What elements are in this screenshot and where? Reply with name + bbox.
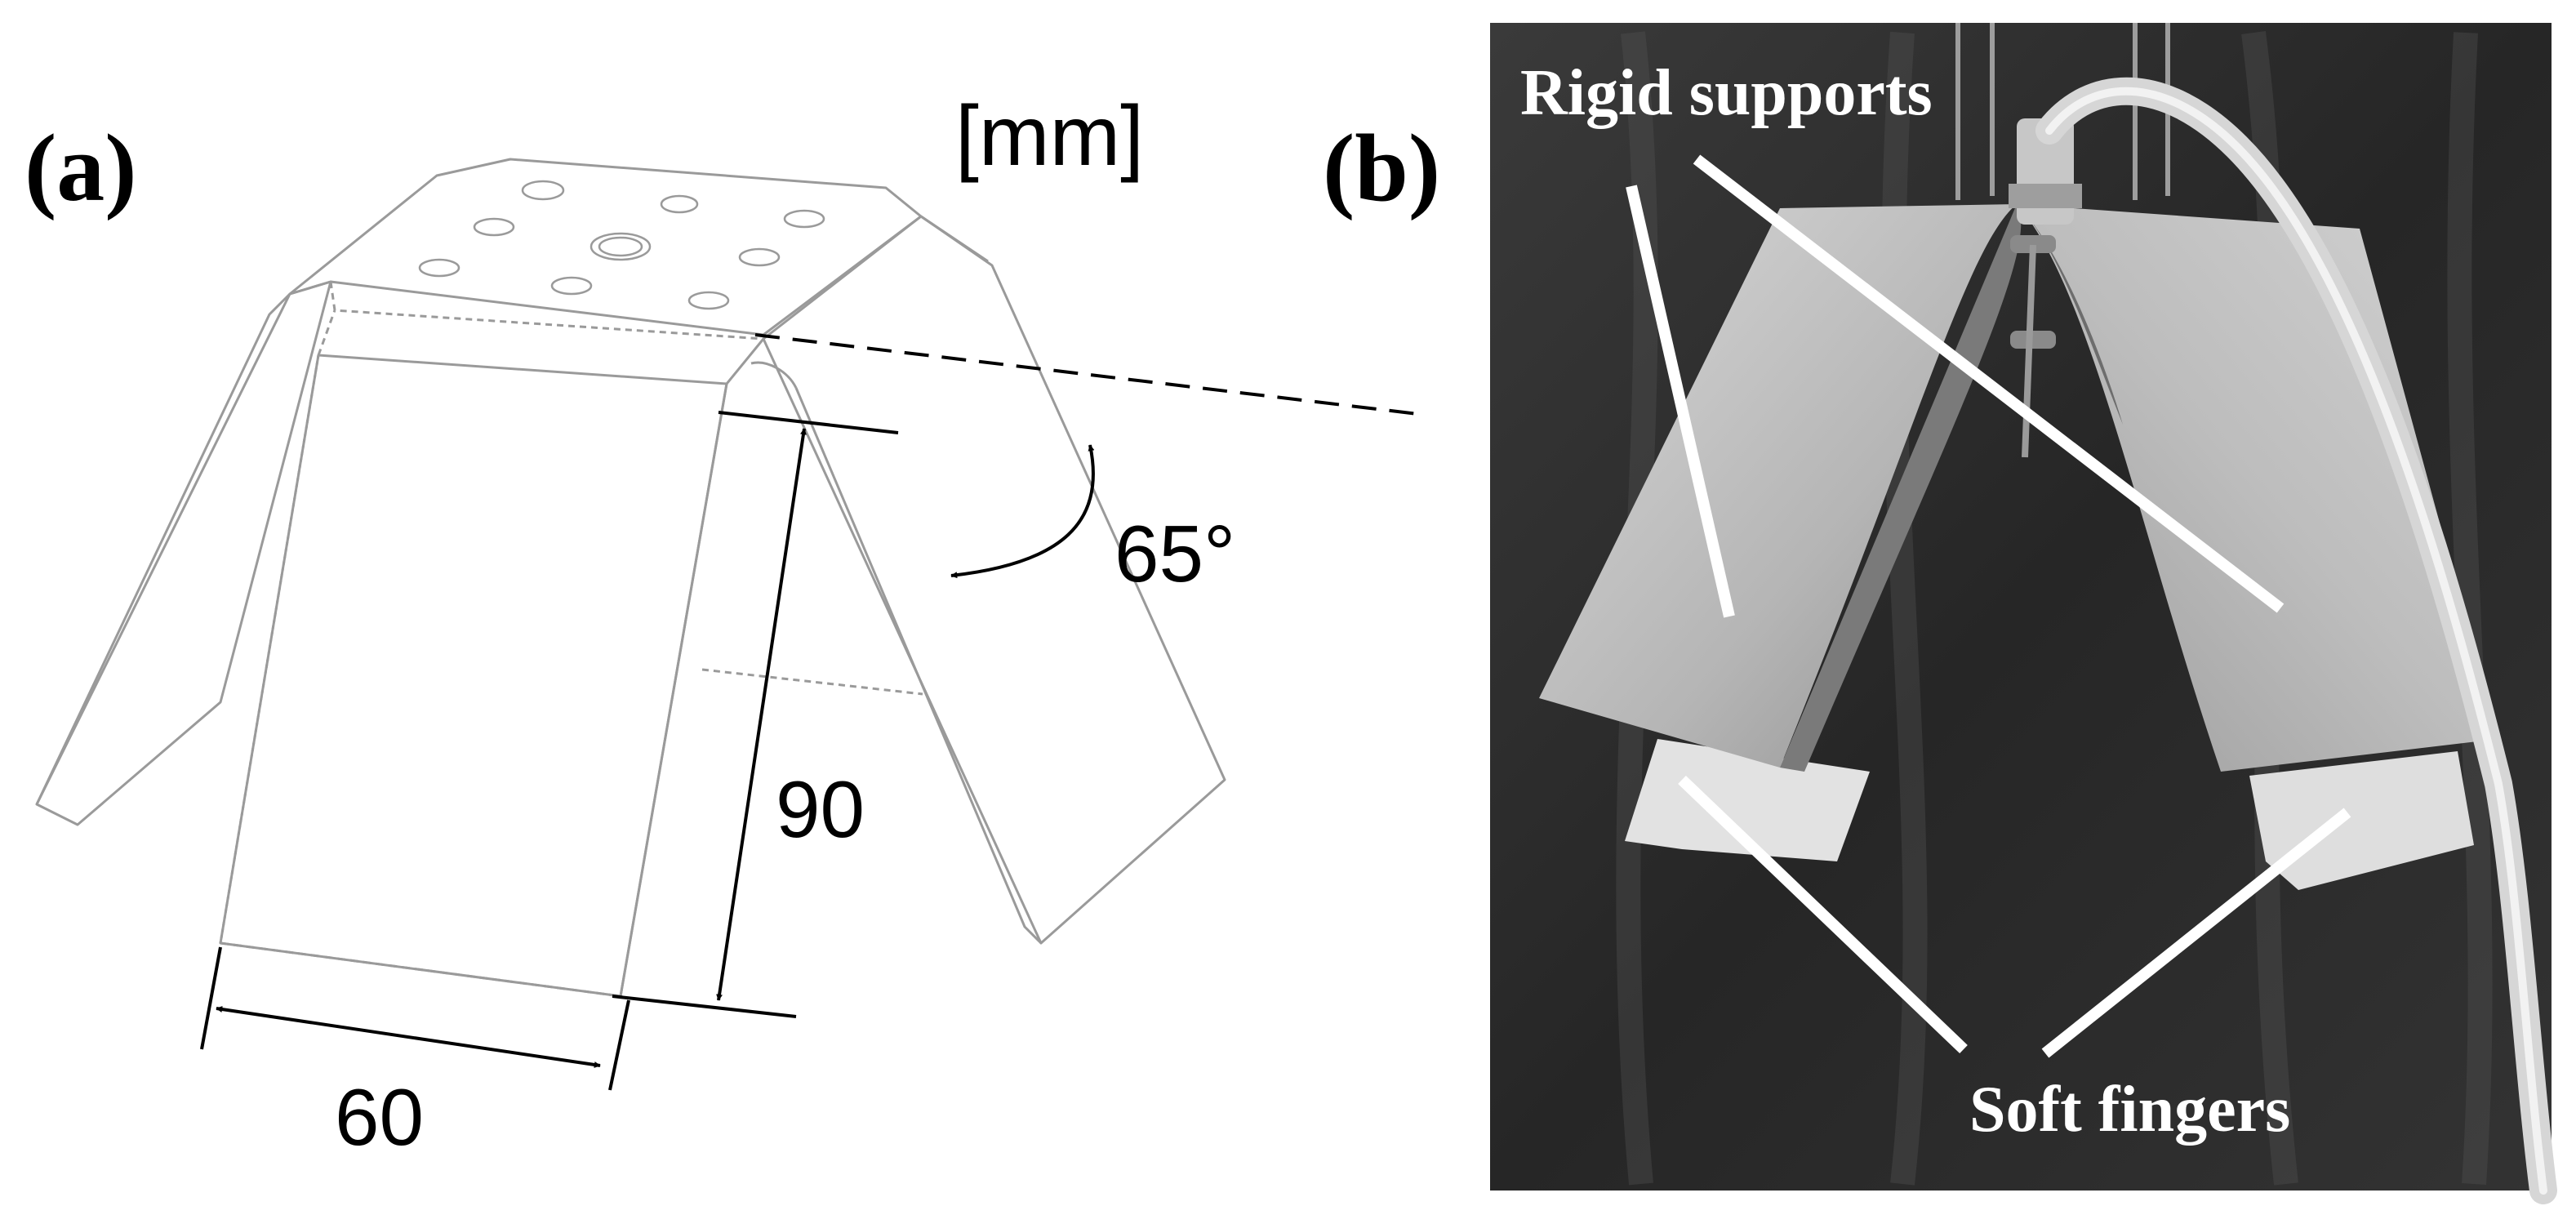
gripper-line-drawing <box>35 158 1226 998</box>
height-dimension-line <box>716 428 807 1001</box>
annotation-lines <box>1626 154 2351 1058</box>
width-dimension-line <box>216 1006 601 1068</box>
rigid-supports-label: Rigid supports <box>1520 57 1933 129</box>
soft-pointer-left <box>1678 775 1968 1054</box>
rigid-support-left <box>1539 204 2017 768</box>
soft-pointer-right <box>2041 808 2351 1058</box>
panel-a-label: (a) <box>24 114 137 221</box>
panel-a: (a) [mm] <box>24 89 1426 1162</box>
unit-label: [mm] <box>955 89 1144 184</box>
soft-finger-right <box>2249 751 2474 890</box>
soft-fingers-label: Soft fingers <box>1969 1074 2290 1146</box>
height-label: 90 <box>776 764 865 854</box>
top-plate <box>288 158 923 336</box>
angle-label: 65° <box>1114 509 1235 599</box>
left-finger <box>35 280 332 826</box>
rigid-pointer-right <box>1693 154 2285 613</box>
angle-arc-arrow <box>950 444 1095 579</box>
panel-b-label: (b) <box>1323 114 1440 221</box>
front-finger <box>219 354 728 998</box>
angle-reference-line <box>754 333 1426 416</box>
gripper-photo: Rigid supports Soft fingers <box>1490 23 2557 1204</box>
panel-b: (b) <box>1323 23 2557 1204</box>
width-label: 60 <box>335 1072 424 1162</box>
rigid-support-right <box>2017 204 2498 772</box>
soft-finger-left <box>1625 739 1870 861</box>
right-finger <box>762 215 1226 945</box>
mounting-holes <box>418 180 825 310</box>
rigid-pointer-left <box>1626 185 1735 618</box>
dimension-annotations <box>200 333 1426 1091</box>
